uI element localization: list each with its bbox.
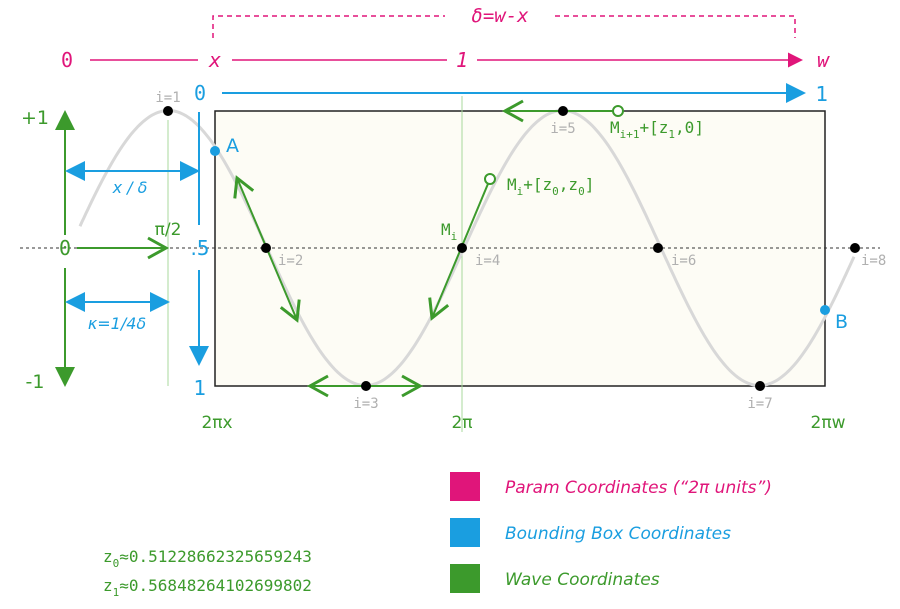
legend-label-bbox: Bounding Box Coordinates (505, 524, 731, 544)
kappa-label: κ=1/4δ (88, 314, 147, 333)
label-i2: i=2 (278, 253, 303, 269)
param-w: w (817, 48, 830, 72)
sine-curve (78, 109, 856, 387)
z1-constant: z1≈0.56848264102699802 (103, 576, 312, 599)
point-A (210, 146, 220, 156)
label-B: B (835, 311, 848, 333)
delta-bracket (212, 15, 796, 38)
delta-label: δ=w-x (471, 5, 529, 27)
point-i5 (558, 106, 568, 116)
z0-constant: z0≈0.51228662325659243 (103, 547, 312, 570)
control-point-1 (484, 173, 496, 185)
point-i8 (850, 243, 860, 253)
param-x: x (208, 48, 221, 72)
legend-swatch-wave (450, 564, 480, 593)
label-Mi: Mi (441, 220, 457, 243)
wave-minus-one: -1 (26, 371, 45, 393)
point-i4 (457, 243, 467, 253)
sample-points (163, 106, 860, 391)
point-i6 (653, 243, 663, 253)
label-i8: i=8 (861, 253, 886, 269)
bbox-half: .5 (190, 236, 209, 260)
label-2pi-x: 2πx (201, 413, 232, 433)
legend-swatch-param (450, 472, 480, 501)
label-i6: i=6 (671, 253, 696, 269)
point-B (820, 305, 830, 315)
label-control-point-2: Mi+1+[z1,0] (610, 118, 704, 141)
control-point-2 (612, 105, 624, 117)
label-i4: i=4 (475, 253, 500, 269)
legend-label-wave: Wave Coordinates (505, 570, 660, 590)
point-i3 (361, 381, 371, 391)
legend: Param Coordinates (“2π units”) Bounding … (450, 472, 772, 593)
label-i3: i=3 (353, 396, 378, 412)
bbox-zero: 0 (194, 81, 206, 105)
label-i7: i=7 (747, 396, 772, 412)
pi-half-label: π/2 (155, 220, 182, 240)
label-i5: i=5 (550, 121, 575, 137)
wave-plus-one: +1 (21, 107, 49, 129)
legend-swatch-bbox (450, 518, 480, 547)
param-zero: 0 (61, 48, 73, 72)
param-one: 1 (456, 48, 468, 72)
point-i7 (755, 381, 765, 391)
x-over-delta-label: x / δ (112, 178, 148, 197)
label-2pi-w: 2πw (811, 413, 846, 433)
bbox-v-one: 1 (194, 376, 207, 400)
label-i1: i=1 (155, 90, 180, 106)
point-i1 (163, 106, 173, 116)
point-labels: i=1 i=2 i=3 i=4 i=5 i=6 i=7 i=8 (155, 90, 886, 412)
label-control-point-1: Mi+[z0,z0] (507, 175, 594, 198)
bbox-one: 1 (816, 82, 829, 106)
label-2pi: 2π (451, 413, 472, 433)
legend-label-param: Param Coordinates (“2π units”) (505, 478, 772, 498)
wave-zero: 0 (59, 236, 71, 260)
label-A: A (226, 135, 239, 157)
point-i2 (261, 243, 271, 253)
